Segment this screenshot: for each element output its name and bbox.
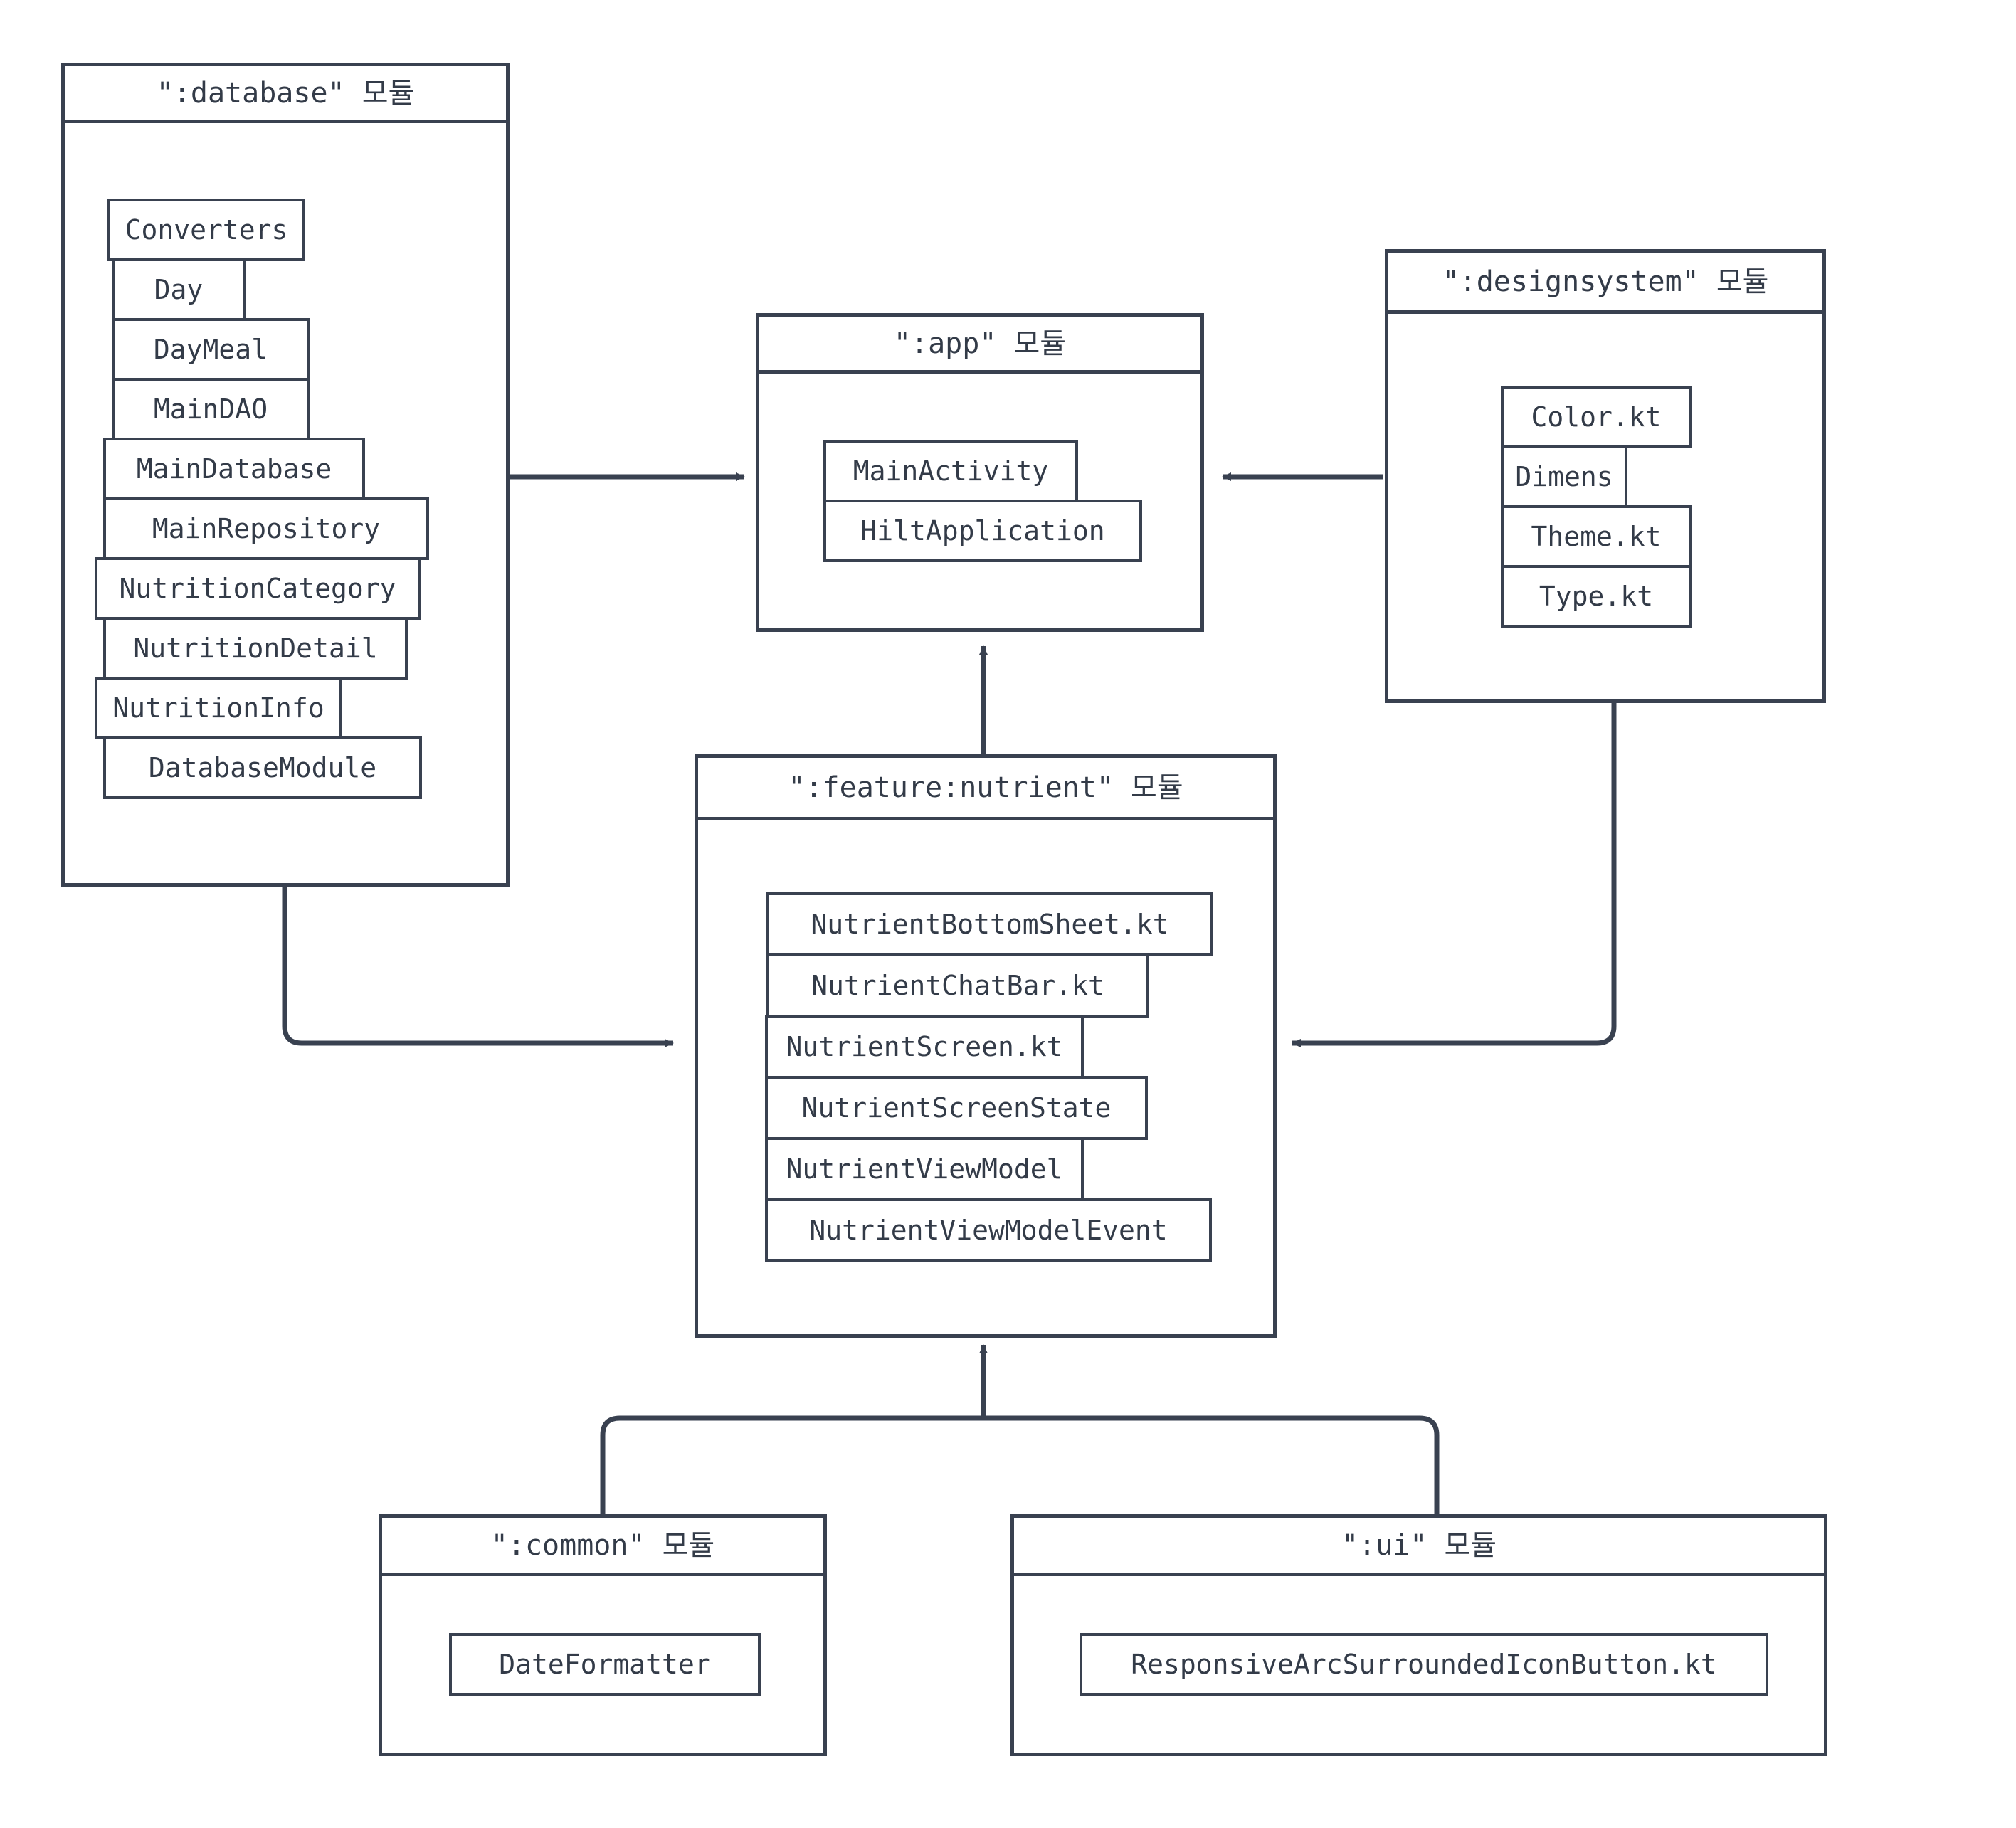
list-item[interactable]: MainRepository xyxy=(103,497,429,560)
module-designsystem[interactable]: ":designsystem" 모듈 Color.kt Dimens Theme… xyxy=(1385,249,1826,703)
module-database-header: ":database" 모듈 xyxy=(65,66,506,123)
module-designsystem-body: Color.kt Dimens Theme.kt Type.kt xyxy=(1388,314,1822,699)
list-item[interactable]: Day xyxy=(112,258,246,321)
list-item[interactable]: NutrientBottomSheet.kt xyxy=(766,892,1213,956)
list-item[interactable]: NutrientChatBar.kt xyxy=(766,953,1149,1018)
list-item[interactable]: MainDAO xyxy=(112,378,310,440)
list-item[interactable]: Converters xyxy=(107,199,305,261)
list-item[interactable]: DayMeal xyxy=(112,318,310,381)
list-item[interactable]: NutrientViewModelEvent xyxy=(765,1198,1212,1262)
list-item[interactable]: Theme.kt xyxy=(1501,505,1692,568)
list-item[interactable]: NutritionCategory xyxy=(95,557,421,620)
list-item[interactable]: Color.kt xyxy=(1501,386,1692,448)
list-item[interactable]: MainActivity xyxy=(823,440,1078,502)
list-item[interactable]: NutrientScreen.kt xyxy=(765,1015,1084,1079)
module-common-items: DateFormatter xyxy=(449,1633,761,1696)
list-item[interactable]: ResponsiveArcSurroundedIconButton.kt xyxy=(1080,1633,1768,1696)
list-item[interactable]: HiltApplication xyxy=(823,500,1142,562)
module-app-header: ":app" 모듈 xyxy=(759,317,1200,374)
list-item[interactable]: NutrientScreenState xyxy=(765,1076,1148,1140)
module-database-items: Converters Day DayMeal MainDAO MainDatab… xyxy=(95,199,429,799)
module-feature-nutrient-body: NutrientBottomSheet.kt NutrientChatBar.k… xyxy=(698,820,1273,1334)
edge-common-to-feature-nutrient xyxy=(600,1415,983,1514)
list-item[interactable]: NutritionInfo xyxy=(95,677,342,739)
module-app[interactable]: ":app" 모듈 MainActivity HiltApplication xyxy=(756,313,1204,632)
list-item[interactable]: Dimens xyxy=(1501,445,1627,508)
module-feature-nutrient[interactable]: ":feature:nutrient" 모듈 NutrientBottomShe… xyxy=(695,754,1277,1338)
module-feature-nutrient-header: ":feature:nutrient" 모듈 xyxy=(698,758,1273,820)
module-ui-body: ResponsiveArcSurroundedIconButton.kt xyxy=(1014,1576,1824,1753)
edge-database-to-feature-nutrient xyxy=(282,887,674,1047)
list-item[interactable]: DateFormatter xyxy=(449,1633,761,1696)
module-database[interactable]: ":database" 모듈 Converters Day DayMeal Ma… xyxy=(61,63,510,887)
list-item[interactable]: MainDatabase xyxy=(103,438,365,500)
module-feature-nutrient-items: NutrientBottomSheet.kt NutrientChatBar.k… xyxy=(765,892,1213,1262)
module-common-body: DateFormatter xyxy=(382,1576,823,1753)
module-ui-header: ":ui" 모듈 xyxy=(1014,1518,1824,1576)
module-app-body: MainActivity HiltApplication xyxy=(759,374,1200,628)
list-item[interactable]: Type.kt xyxy=(1501,565,1692,628)
module-database-body: Converters Day DayMeal MainDAO MainDatab… xyxy=(65,123,506,883)
list-item[interactable]: NutritionDetail xyxy=(103,617,408,680)
module-common-header: ":common" 모듈 xyxy=(382,1518,823,1576)
module-common[interactable]: ":common" 모듈 DateFormatter xyxy=(379,1514,827,1756)
module-designsystem-header: ":designsystem" 모듈 xyxy=(1388,253,1822,314)
module-ui-items: ResponsiveArcSurroundedIconButton.kt xyxy=(1080,1633,1768,1696)
module-app-items: MainActivity HiltApplication xyxy=(823,440,1142,562)
edge-designsystem-to-feature-nutrient xyxy=(1292,703,1617,1047)
list-item[interactable]: DatabaseModule xyxy=(103,736,422,799)
edge-ui-to-feature-nutrient xyxy=(983,1415,1440,1514)
list-item[interactable]: NutrientViewModel xyxy=(765,1137,1084,1201)
module-ui[interactable]: ":ui" 모듈 ResponsiveArcSurroundedIconButt… xyxy=(1010,1514,1827,1756)
module-designsystem-items: Color.kt Dimens Theme.kt Type.kt xyxy=(1501,386,1692,628)
